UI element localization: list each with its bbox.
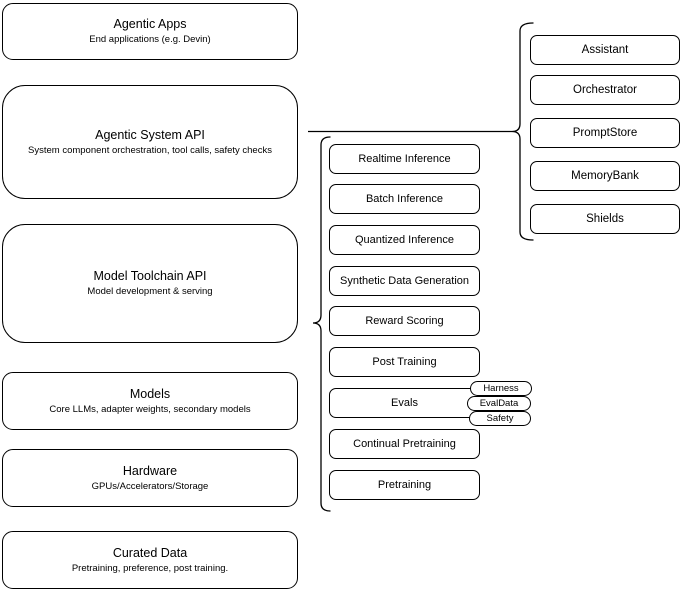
node-quantized-inference: Quantized Inference	[329, 225, 480, 255]
node-label: Evals	[391, 397, 418, 409]
box-models: Models Core LLMs, adapter weights, secon…	[2, 372, 298, 430]
node-label: Continual Pretraining	[353, 438, 456, 450]
node-label: Batch Inference	[365, 193, 444, 205]
node-label: Orchestrator	[573, 84, 637, 96]
node-label: Realtime Inference	[358, 153, 451, 165]
box-hardware: Hardware GPUs/Accelerators/Storage	[2, 449, 298, 507]
model-toolchain-api-title: Model Toolchain API	[93, 269, 207, 283]
node-synthetic-data-generation: Synthetic Data Generation	[329, 266, 480, 296]
agentic-apps-title: Agentic Apps	[113, 17, 187, 31]
agentic-apps-subtitle: End applications (e.g. Devin)	[89, 34, 211, 45]
hardware-title: Hardware	[122, 463, 178, 478]
node-label: Assistant	[581, 44, 629, 56]
node-orchestrator: Orchestrator	[530, 75, 680, 105]
models-title: Models	[129, 386, 171, 401]
toolchain-brace	[312, 136, 331, 512]
box-agentic-apps: Agentic Apps End applications (e.g. Devi…	[2, 3, 298, 60]
node-label: Reward Scoring	[365, 315, 444, 327]
node-promptstore: PromptStore	[530, 118, 680, 148]
pill-evaldata: EvalData	[467, 396, 531, 411]
node-label: Quantized Inference	[354, 234, 455, 246]
pill-label: Harness	[483, 383, 519, 394]
node-assistant: Assistant	[530, 35, 680, 65]
model-toolchain-api-subtitle: Model development & serving	[87, 286, 213, 297]
box-agentic-system-api: Agentic System API System component orch…	[2, 85, 298, 199]
node-memorybank: MemoryBank	[530, 161, 680, 191]
pill-label: EvalData	[479, 398, 519, 409]
node-realtime-inference: Realtime Inference	[329, 144, 480, 174]
pill-harness: Harness	[470, 381, 532, 396]
agentic-system-api-title: Agentic System API	[95, 127, 205, 142]
node-post-training: Post Training	[329, 347, 480, 377]
agentic-system-api-subtitle: System component orchestration, tool cal…	[28, 144, 272, 156]
box-model-toolchain-api: Model Toolchain API Model development & …	[2, 224, 298, 343]
node-reward-scoring: Reward Scoring	[329, 306, 480, 336]
pill-safety: Safety	[469, 411, 531, 426]
hardware-subtitle: GPUs/Accelerators/Storage	[91, 480, 209, 492]
node-label: MemoryBank	[571, 170, 639, 182]
node-evals: Evals	[329, 388, 480, 418]
node-label: Synthetic Data Generation	[339, 275, 470, 287]
curated-data-title: Curated Data	[112, 545, 188, 560]
node-batch-inference: Batch Inference	[329, 184, 480, 214]
models-subtitle: Core LLMs, adapter weights, secondary mo…	[49, 403, 251, 415]
pill-label: Safety	[486, 413, 514, 424]
node-shields: Shields	[530, 204, 680, 234]
box-curated-data: Curated Data Pretraining, preference, po…	[2, 531, 298, 589]
node-continual-pretraining: Continual Pretraining	[329, 429, 480, 459]
node-label: Post Training	[372, 356, 437, 368]
node-label: Shields	[586, 213, 624, 225]
node-label: Pretraining	[377, 479, 432, 491]
curated-data-subtitle: Pretraining, preference, post training.	[71, 562, 229, 574]
node-pretraining: Pretraining	[329, 470, 480, 500]
node-label: PromptStore	[572, 127, 638, 139]
